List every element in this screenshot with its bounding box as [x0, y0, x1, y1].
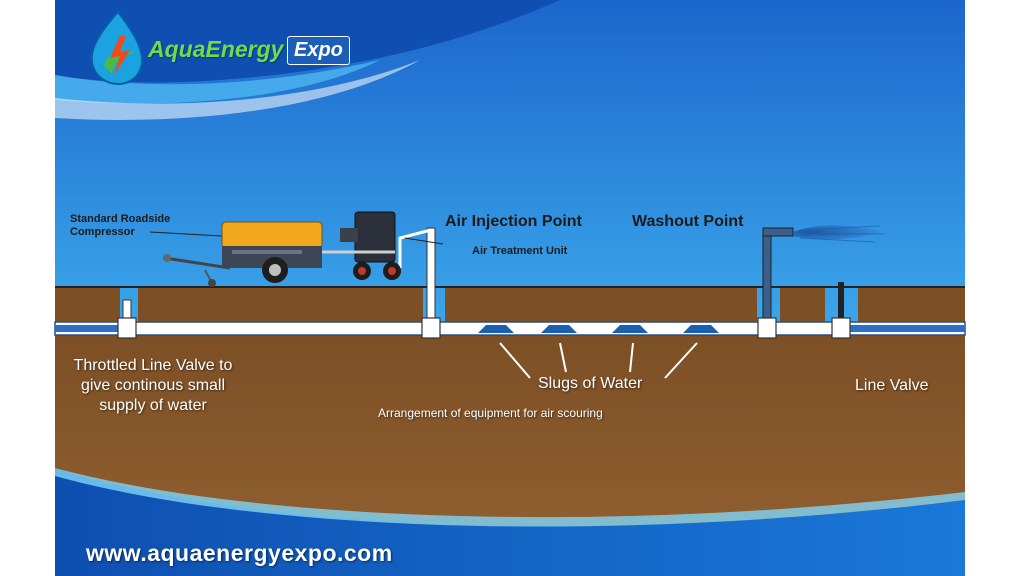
compressor-leader [149, 231, 223, 237]
compressor-label-line1: Standard Roadside [70, 213, 171, 225]
soil-block [445, 288, 757, 322]
soil-block [138, 288, 423, 322]
air-treatment-unit [322, 211, 401, 280]
throttled-line-valve [117, 299, 137, 339]
washout-standpipe [757, 227, 794, 339]
pipe-water-left [55, 325, 125, 332]
pipe-water-right [845, 325, 965, 332]
slug-pointer [664, 342, 698, 379]
throttled-valve-label-line2: give continous small [80, 377, 226, 394]
washout-point-label: Washout Point [632, 213, 744, 230]
air-treatment-leader [404, 237, 444, 245]
slug-pointer [499, 342, 531, 379]
throttled-valve-label: Throttled Line Valve to give continous s… [58, 356, 248, 416]
air-injection-point-label: Air Injection Point [445, 213, 582, 230]
line-valve-label: Line Valve [855, 377, 929, 394]
slug-pointer [559, 342, 567, 373]
air-treatment-unit-label: Air Treatment Unit [472, 245, 568, 257]
water-slug [541, 325, 577, 333]
throttled-valve-label-line3: supply of water [99, 397, 207, 414]
soil-block [55, 288, 120, 322]
bottom-swoosh-highlight [55, 468, 965, 527]
website-url: www.aquaenergyexpo.com [86, 540, 393, 566]
logo-expo-badge: Expo [287, 36, 350, 65]
compressor-label: Standard Roadside Compressor [70, 213, 170, 239]
logo-wordmark: AquaEnergy [148, 36, 283, 63]
roadside-compressor [163, 221, 323, 287]
water-slug [683, 325, 719, 333]
top-swoosh-light [55, 60, 380, 104]
logo-name-part2: Expo [294, 39, 343, 61]
top-swoosh-white [55, 60, 420, 120]
logo-name-part1: AquaEnergy [148, 36, 284, 62]
compressor-label-line2: Compressor [70, 226, 135, 238]
logo-drop-icon [90, 10, 144, 86]
soil-block [858, 288, 965, 322]
slugs-of-water-label: Slugs of Water [538, 375, 643, 392]
line-valve [831, 282, 851, 339]
air-injection-standpipe [398, 227, 441, 339]
throttled-valve-label-line1: Throttled Line Valve to [73, 357, 233, 374]
water-main-pipe [54, 321, 966, 336]
water-slug [478, 325, 514, 333]
water-slug [612, 325, 648, 333]
slug-pointer [629, 342, 634, 373]
diagram-caption: Arrangement of equipment for air scourin… [378, 406, 603, 420]
bottom-swoosh [55, 468, 965, 576]
soil-block [780, 288, 825, 322]
water-spray-streaks [799, 225, 885, 243]
